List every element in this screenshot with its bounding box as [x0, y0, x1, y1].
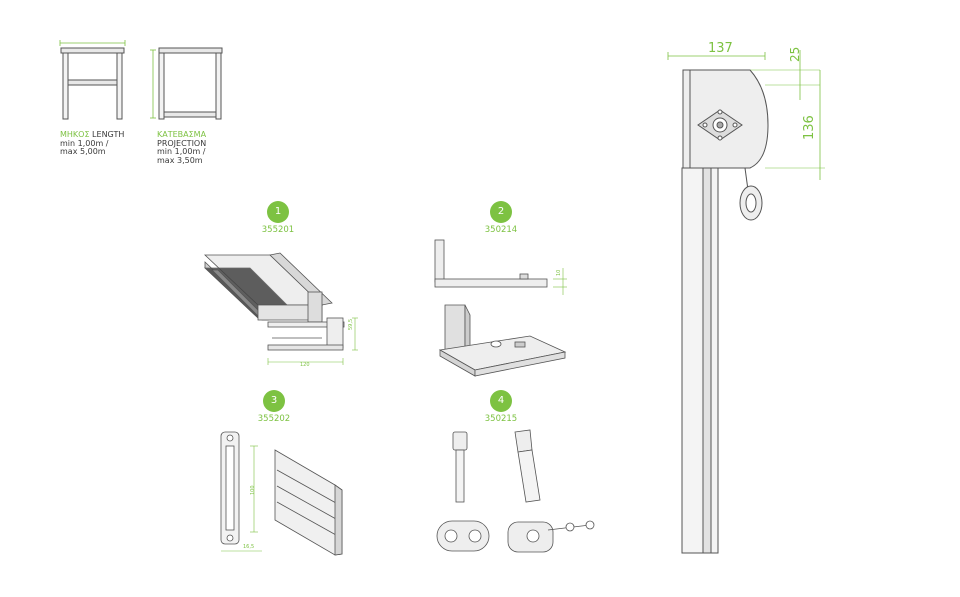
frame-length-icon — [59, 40, 126, 120]
projection-min: min 1,00m / — [157, 147, 206, 156]
part-3-badge: 3 — [263, 390, 285, 412]
length-min: min 1,00m / — [60, 138, 109, 148]
section-dim-width: 137 — [708, 41, 733, 56]
length-label-english: LENGTH — [89, 130, 125, 139]
part-4-code: 350215 — [484, 414, 518, 424]
part-3-dim-height: 100 — [250, 485, 256, 495]
part-2-dim-height: 10 — [556, 269, 562, 276]
part-3-drawing — [220, 431, 343, 556]
projection-label-english: PROJECTION — [157, 138, 207, 148]
section-dim-height: 136 — [802, 115, 817, 140]
part-1-dim-width: 120 — [300, 362, 310, 368]
part-2-code: 350214 — [484, 225, 518, 235]
length-label: ΜΗΚΟΣ LENGTH min 1,00m / max 5,00m — [60, 130, 125, 157]
length-label-greek: ΜΗΚΟΣ — [60, 130, 90, 139]
part-1-drawing — [203, 252, 358, 365]
part-3-dim-width: 16,5 — [243, 544, 255, 550]
section-drawing — [667, 50, 825, 554]
part-2-badge: 2 — [490, 201, 512, 223]
part-2-drawing — [434, 239, 567, 377]
length-max: max 5,00m — [60, 147, 106, 156]
projection-label: ΚΑΤΕΒΑΣΜΑ PROJECTION min 1,00m / max 3,5… — [157, 130, 207, 165]
part-1-code: 355201 — [261, 225, 295, 235]
part-4-drawing — [436, 429, 595, 553]
projection-label-greek: ΚΑΤΕΒΑΣΜΑ — [157, 130, 207, 139]
frame-projection-icon — [150, 47, 223, 120]
part-4-badge: 4 — [490, 390, 512, 412]
part-3-code: 355202 — [257, 414, 291, 424]
section-dim-top: 25 — [788, 46, 802, 62]
part-1-dim-height: 59,5 — [348, 318, 354, 330]
projection-max: max 3,50m — [157, 155, 203, 165]
part-1-badge: 1 — [267, 201, 289, 223]
